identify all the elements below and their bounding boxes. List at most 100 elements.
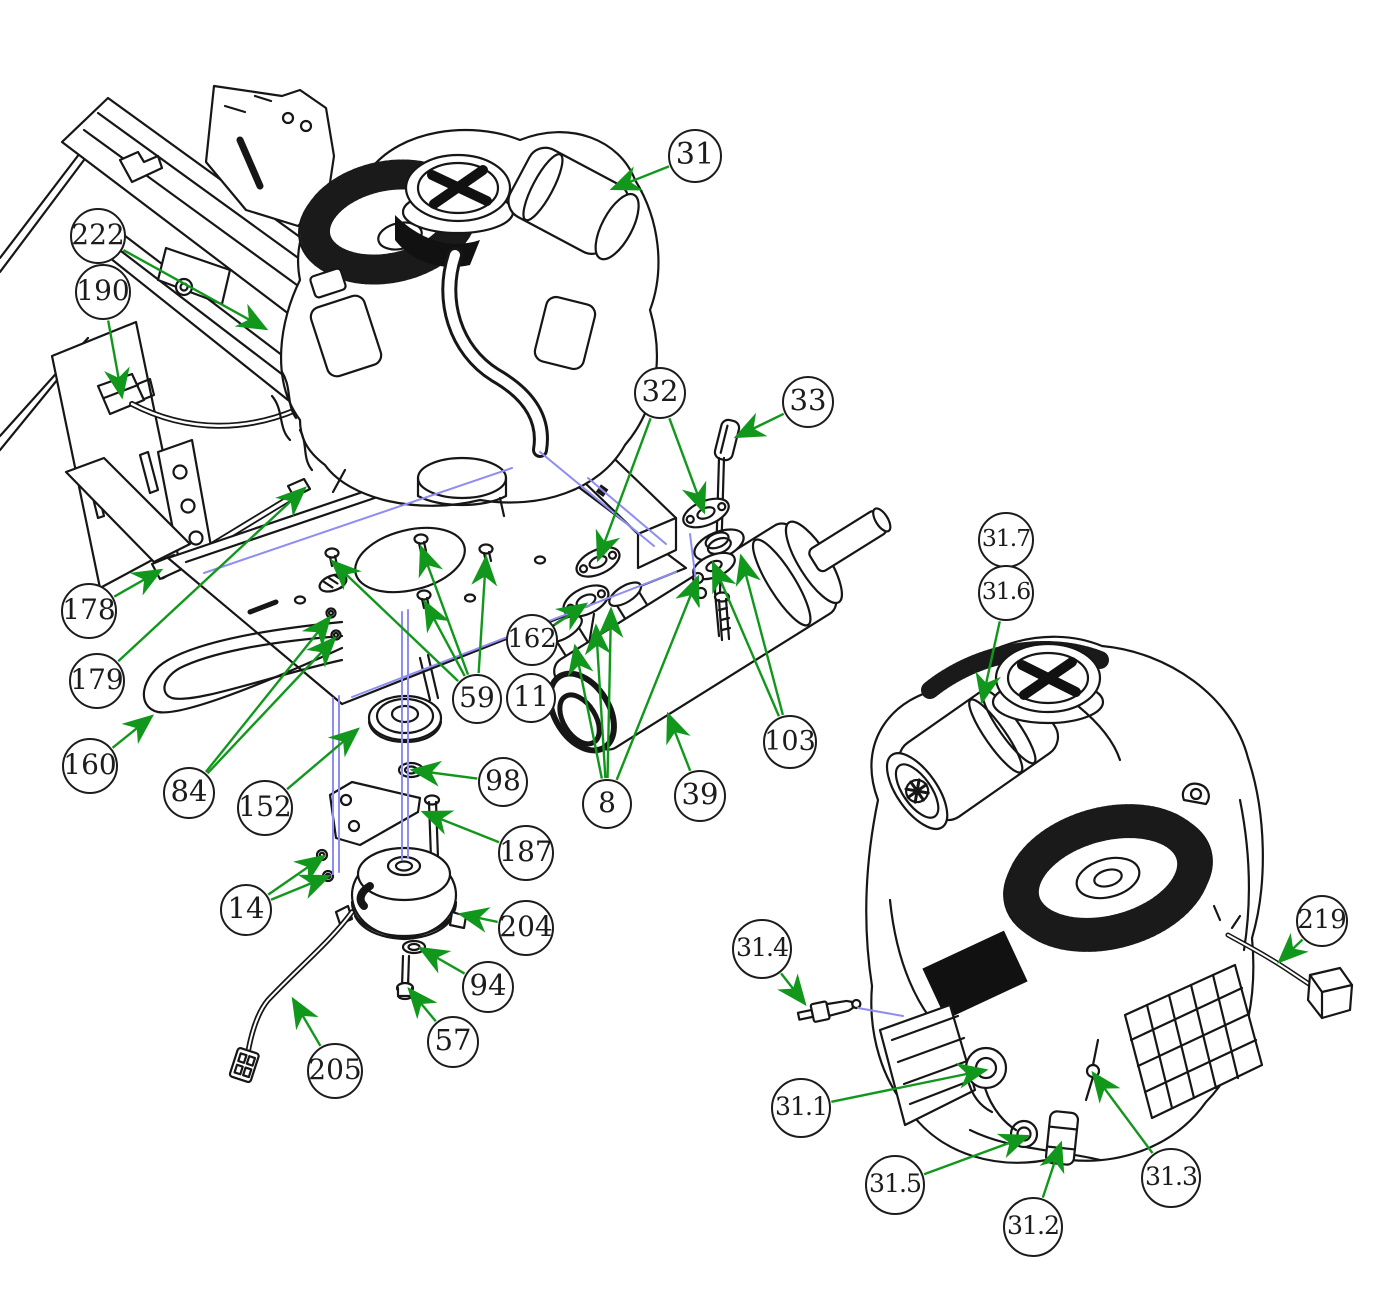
leader-39: [666, 711, 692, 772]
callout-number: 103: [764, 725, 816, 757]
leader-94: [417, 946, 466, 975]
callout-11[interactable]: 11: [506, 673, 556, 723]
leader-32: [595, 417, 652, 563]
callout-number: 39: [681, 777, 719, 812]
callout-103[interactable]: 103: [763, 715, 817, 769]
callout-204[interactable]: 204: [498, 900, 554, 956]
leader-31.3: [1091, 1070, 1154, 1154]
leader-59: [423, 599, 466, 677]
leader-160: [111, 714, 155, 749]
callout-number: 59: [459, 681, 495, 714]
leader-152: [286, 727, 360, 791]
leader-33: [733, 412, 785, 439]
leader-57: [407, 986, 438, 1022]
callout-179[interactable]: 179: [69, 653, 125, 709]
callout-number: 98: [485, 764, 521, 797]
frame-art: [0, 84, 364, 590]
leader-31.1: [831, 1063, 989, 1103]
callout-31.7[interactable]: 31.7: [978, 512, 1034, 568]
callout-number: 14: [227, 891, 265, 926]
callout-number: 187: [499, 835, 553, 868]
callout-31.6[interactable]: 31.6: [978, 565, 1034, 621]
callout-57[interactable]: 57: [427, 1016, 479, 1068]
callout-219[interactable]: 219: [1296, 895, 1348, 947]
leader-59: [330, 559, 459, 682]
callout-84[interactable]: 84: [163, 767, 215, 819]
callout-number: 205: [308, 1053, 362, 1086]
callout-number: 31.3: [1144, 1162, 1198, 1192]
callout-number: 162: [507, 624, 557, 654]
leader-190: [104, 320, 130, 400]
leader-84: [204, 614, 332, 773]
callout-94[interactable]: 94: [462, 961, 514, 1013]
leader-103: [735, 553, 785, 716]
callout-number: 31.7: [981, 524, 1031, 553]
leader-14: [270, 874, 332, 901]
leader-84: [206, 636, 337, 775]
callout-178[interactable]: 178: [61, 583, 117, 639]
leader-59: [471, 554, 498, 674]
callout-190[interactable]: 190: [75, 264, 131, 320]
leader-103: [711, 560, 781, 717]
callout-187[interactable]: 187: [498, 825, 554, 881]
callout-number: 31.4: [735, 933, 789, 963]
callout-number: 31.5: [868, 1169, 922, 1199]
leader-31.4: [777, 972, 807, 1007]
leader-179: [117, 486, 307, 663]
callout-8[interactable]: 8: [582, 779, 632, 829]
right-engine-art: [796, 635, 1354, 1166]
callout-59[interactable]: 59: [452, 674, 502, 724]
leader-31: [609, 165, 670, 191]
callout-number: 31.1: [774, 1092, 828, 1122]
leader-162: [553, 602, 589, 631]
callout-31[interactable]: 31: [668, 129, 722, 183]
callout-number: 57: [434, 1023, 472, 1058]
callout-number: 33: [789, 383, 827, 418]
leader-8: [584, 623, 611, 779]
callout-222[interactable]: 222: [70, 208, 126, 264]
callout-number: 31: [675, 136, 715, 172]
callout-number: 8: [598, 786, 616, 819]
leader-59: [418, 544, 470, 676]
leader-98: [409, 760, 478, 787]
leader-219: [1277, 932, 1309, 964]
callout-number: 190: [76, 274, 130, 307]
callout-number: 204: [499, 910, 553, 943]
callout-number: 11: [513, 680, 549, 713]
callout-31.3[interactable]: 31.3: [1141, 1148, 1201, 1208]
callout-33[interactable]: 33: [782, 376, 834, 428]
callout-number: 160: [63, 748, 117, 781]
leader-31.5: [923, 1133, 1031, 1176]
callout-number: 222: [71, 218, 125, 251]
callout-14[interactable]: 14: [220, 884, 272, 936]
callout-number: 179: [70, 663, 124, 696]
leader-31.6: [975, 621, 1001, 705]
callout-31.1[interactable]: 31.1: [771, 1078, 831, 1138]
callout-31.2[interactable]: 31.2: [1003, 1197, 1063, 1257]
callout-number: 178: [62, 593, 116, 626]
callout-98[interactable]: 98: [478, 757, 528, 807]
callout-32[interactable]: 32: [634, 367, 686, 419]
left-engine-art: [270, 128, 660, 653]
leader-8: [567, 643, 604, 779]
spark-plug-art: [796, 998, 862, 1023]
callout-number: 32: [641, 374, 679, 409]
callout-39[interactable]: 39: [674, 770, 726, 822]
callout-31.4[interactable]: 31.4: [732, 919, 792, 979]
callout-160[interactable]: 160: [62, 738, 118, 794]
leader-8: [615, 574, 700, 781]
callout-number: 94: [469, 968, 507, 1003]
leader-31.2: [1039, 1140, 1065, 1198]
leader-8: [597, 606, 624, 779]
leader-178: [113, 568, 164, 598]
callout-205[interactable]: 205: [307, 1043, 363, 1099]
callout-31.5[interactable]: 31.5: [865, 1155, 925, 1215]
leader-205: [291, 996, 322, 1047]
deck-screws: [324, 533, 494, 610]
leader-32: [668, 417, 707, 515]
leader-187: [420, 810, 500, 844]
callout-162[interactable]: 162: [506, 614, 558, 666]
callout-152[interactable]: 152: [237, 780, 293, 836]
